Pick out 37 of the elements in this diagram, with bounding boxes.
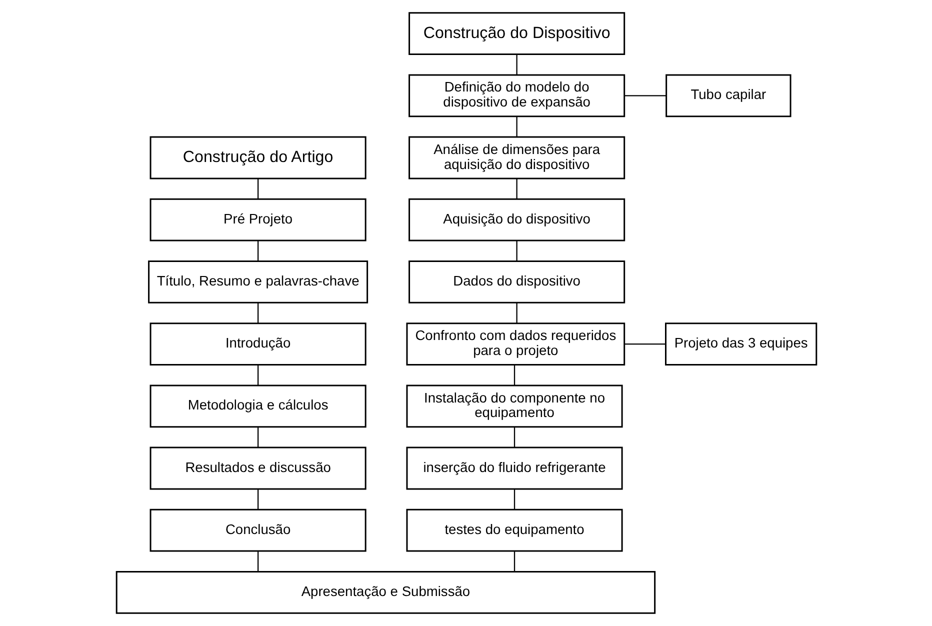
connector [256, 427, 258, 448]
node-box: Instalação do componente no equipamento [406, 384, 622, 428]
node-box: Tubo capilar [665, 74, 791, 118]
connector [513, 427, 515, 448]
connector [256, 240, 258, 261]
connector [516, 240, 517, 261]
connector [513, 365, 515, 386]
node-box: inserção do fluido refrigerante [406, 446, 622, 490]
node-box: Metodologia e cálculos [149, 384, 366, 428]
connector [624, 343, 666, 345]
connector [513, 489, 515, 510]
node-box: Introdução [149, 322, 366, 366]
node-box: Construção do Artigo [149, 136, 366, 180]
node-box: Apresentação e Submissão [115, 571, 656, 614]
connector [516, 116, 517, 137]
node-box: Construção do Dispositivo [408, 12, 625, 55]
connector [516, 302, 517, 324]
connector [624, 95, 666, 96]
node-box: Aquisição do dispositivo [408, 198, 625, 242]
connector [256, 302, 258, 324]
node-box: Análise de dimensões para aquisição do dispositivo [408, 136, 625, 180]
node-box: Resultados e discussão [149, 446, 366, 490]
connector [256, 489, 258, 510]
node-box: Título, Resumo e palavras-chave [148, 260, 368, 304]
node-box: Dados do dispositivo [408, 260, 625, 304]
node-box: Definição do modelo do dispositivo de expansão [408, 74, 625, 118]
connector [256, 551, 258, 572]
node-box: Pré Projeto [149, 198, 366, 242]
node-box: testes do equipamento [406, 508, 622, 552]
node-box: Confronto com dados requeridos para o projeto [406, 322, 625, 366]
connector [513, 551, 515, 572]
connector [256, 178, 258, 199]
connector [256, 365, 258, 386]
node-box: Projeto das 3 equipes [664, 322, 817, 366]
connector [516, 54, 517, 75]
node-box: Conclusão [149, 508, 366, 552]
connector [516, 178, 517, 199]
